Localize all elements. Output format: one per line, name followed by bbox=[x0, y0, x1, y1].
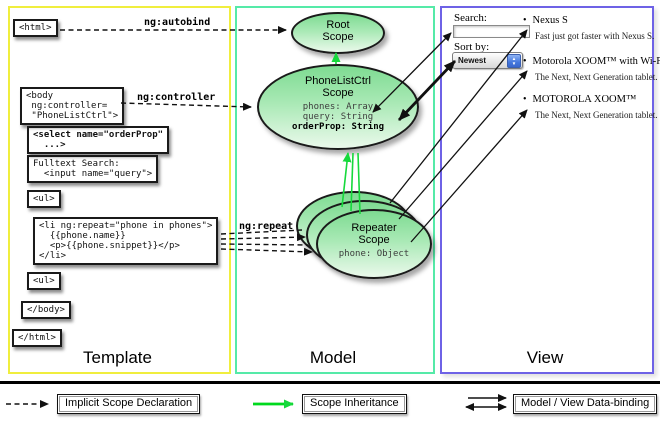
model-section-label: Model bbox=[309, 348, 357, 367]
repeater-scope-title: Repeater Scope bbox=[351, 222, 397, 246]
ng-autobind-label: ng:autobind bbox=[144, 17, 211, 28]
root-scope-ellipse: Root Scope bbox=[291, 12, 385, 54]
phone-list-item-desc: The Next, Next Generation tablet. bbox=[535, 72, 658, 82]
phone-list-item-desc: The Next, Next Generation tablet. bbox=[535, 110, 658, 120]
code-box-html-open: <html> bbox=[13, 19, 58, 37]
repeater-scope-ellipse-front: Repeater Scope phone: Object bbox=[316, 209, 432, 279]
phonelistctrl-prop-query: query: String bbox=[302, 112, 374, 122]
phone-title-text: Motorola XOOM™ with Wi-Fi bbox=[532, 56, 660, 67]
dropdown-stepper-icon: ▲▼ bbox=[507, 54, 521, 68]
code-box-html-close: </html> bbox=[12, 329, 62, 347]
phonelistctrl-scope-ellipse: PhoneListCtrl Scope phones: Array query:… bbox=[257, 64, 419, 150]
ng-repeat-label: ng:repeat bbox=[239, 221, 294, 232]
search-input[interactable] bbox=[453, 25, 530, 38]
legend-implicit-scope-declaration: Implicit Scope Declaration bbox=[57, 394, 201, 414]
bullet-icon: • bbox=[523, 15, 527, 26]
phone-list-item-desc: Fast just got faster with Nexus S. bbox=[535, 31, 655, 41]
search-label: Search: bbox=[454, 12, 487, 24]
code-box-body-open: <body ng:controller= "PhoneListCtrl"> bbox=[20, 87, 125, 125]
phone-list-item-title: • MOTOROLA XOOM™ bbox=[523, 94, 636, 105]
model-section bbox=[235, 6, 435, 374]
code-box-ul-open: <ul> bbox=[27, 190, 61, 208]
code-box-ul-second: <ul> bbox=[27, 272, 61, 290]
repeater-prop-phone: phone: Object bbox=[338, 249, 410, 259]
legend-separator-line bbox=[0, 381, 660, 384]
phone-title-text: MOTOROLA XOOM™ bbox=[532, 94, 637, 105]
phonelistctrl-scope-title: PhoneListCtrl Scope bbox=[304, 75, 372, 99]
legend-scope-inheritance: Scope Inheritance bbox=[302, 394, 407, 414]
bullet-icon: • bbox=[523, 56, 527, 67]
phone-list-item-title: • Nexus S bbox=[523, 15, 568, 26]
legend-model-view-data-binding: Model / View Data-binding bbox=[513, 394, 658, 414]
root-scope-title: Root Scope bbox=[322, 19, 354, 43]
code-box-fulltext-search: Fulltext Search: <input name="query"> bbox=[27, 155, 159, 183]
template-section-label: Template bbox=[83, 348, 152, 367]
phone-list-item-title: • Motorola XOOM™ with Wi-Fi bbox=[523, 56, 660, 67]
bullet-icon: • bbox=[523, 94, 527, 105]
sort-dropdown-value: Newest bbox=[458, 56, 487, 65]
sort-dropdown[interactable]: Newest ▲▼ bbox=[452, 52, 523, 69]
phonelistctrl-prop-phones: phones: Array bbox=[302, 102, 374, 112]
view-section-label: View bbox=[526, 348, 564, 367]
ng-controller-label: ng:controller bbox=[137, 92, 216, 103]
code-box-body-close: </body> bbox=[21, 301, 71, 319]
phonelistctrl-prop-orderprop: orderProp: String bbox=[291, 122, 385, 132]
code-box-select: <select name="orderProp" ...> bbox=[27, 126, 170, 154]
phone-title-text: Nexus S bbox=[532, 15, 568, 26]
code-box-li-repeat: <li ng:repeat="phone in phones"> {{phone… bbox=[33, 217, 219, 265]
